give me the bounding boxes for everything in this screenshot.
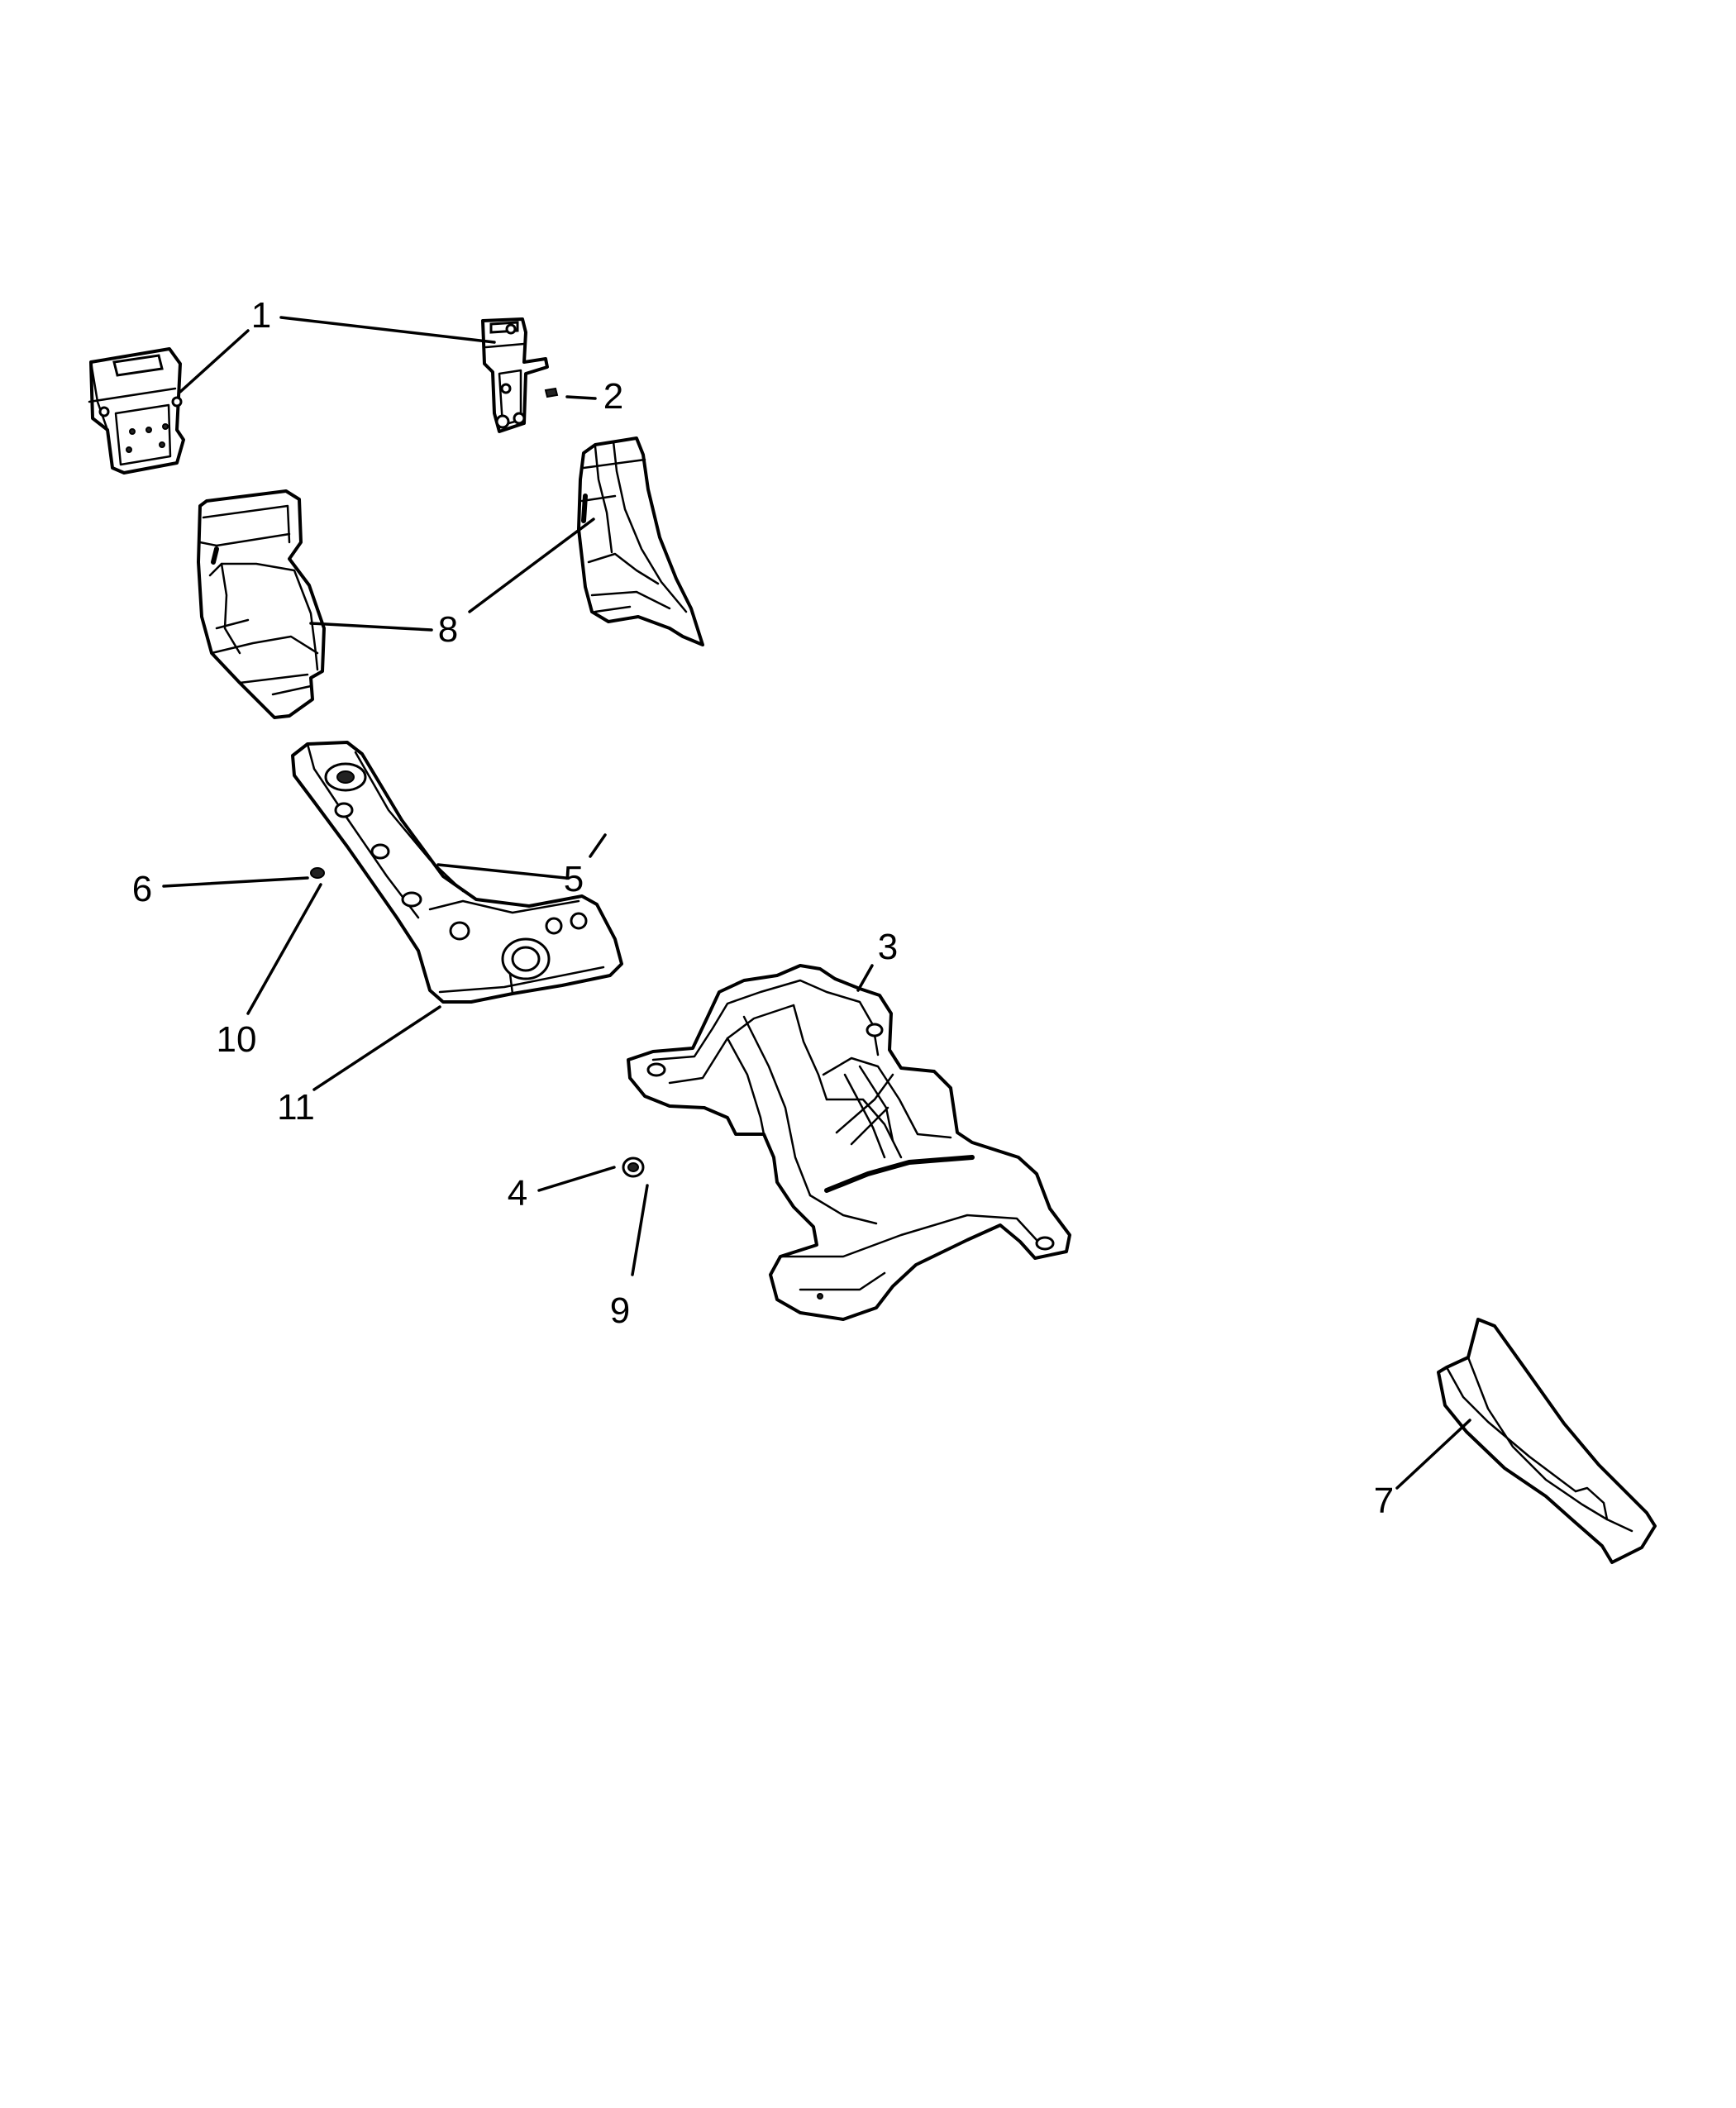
grommet xyxy=(310,867,325,879)
callout-1: 1 xyxy=(251,295,271,336)
callout-5: 5 xyxy=(564,859,584,899)
callout-3: 3 xyxy=(878,927,898,967)
callout-10: 10 xyxy=(217,1019,257,1060)
heat-shield-center xyxy=(291,741,623,1004)
callout-6: 6 xyxy=(132,869,152,909)
clip xyxy=(544,387,559,398)
heat-shield-right xyxy=(577,436,704,646)
callout-4: 4 xyxy=(508,1173,527,1214)
heat-shield-left xyxy=(197,489,326,719)
callout-2: 2 xyxy=(603,376,623,417)
bracket-right xyxy=(481,317,549,433)
heat-shield-main xyxy=(627,964,1071,1321)
callout-8: 8 xyxy=(438,609,458,650)
callouts: 1 2 3 4 5 6 7 8 9 10 11 xyxy=(132,295,1394,1521)
bracket-left xyxy=(88,347,185,475)
heat-shield-strip xyxy=(1437,1318,1657,1564)
leader-lines xyxy=(162,316,1471,1490)
nut xyxy=(622,1157,645,1178)
callout-11: 11 xyxy=(277,1087,315,1128)
callout-7: 7 xyxy=(1374,1481,1394,1521)
callout-9: 9 xyxy=(610,1290,630,1331)
